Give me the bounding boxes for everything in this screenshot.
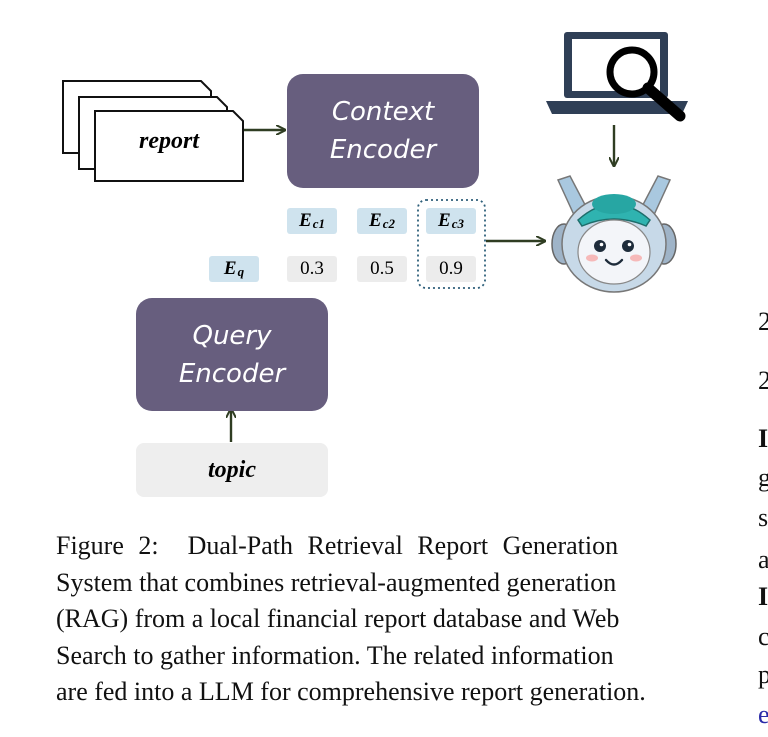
right-fragment-4: g	[758, 463, 768, 492]
report-label: report	[139, 128, 199, 154]
right-fragment-10: e	[758, 700, 768, 729]
score-3: 0.9	[426, 256, 476, 282]
figure-caption: Figure 2: Dual-Path Retrieval Report Gen…	[56, 528, 711, 711]
right-fragment-2: 2	[758, 366, 768, 395]
right-fragment-6: a	[758, 545, 768, 574]
context-encoder-line2: Encoder	[329, 135, 437, 165]
robot-llm-icon	[551, 175, 677, 293]
caption-line-2: System that combines retrieval-augmented…	[56, 567, 617, 597]
right-fragment-1: 2	[758, 307, 768, 336]
score-2: 0.5	[357, 256, 407, 282]
document-stack-icon	[62, 80, 244, 182]
caption-line-3: (RAG) from a local financial report data…	[56, 604, 620, 633]
right-fragment-9: p	[758, 660, 768, 689]
caption-line-4: Search to gather information. The relate…	[56, 640, 614, 670]
caption-line-5: are fed into a LLM for comprehensive rep…	[56, 677, 646, 706]
selected-embedding-outline	[417, 199, 486, 289]
context-encoder-line1: Context	[331, 97, 435, 127]
topic-box: topic	[136, 443, 328, 497]
caption-line-1: Figure 2: Dual-Path Retrieval Report Gen…	[56, 531, 619, 560]
right-fragment-5: s	[758, 503, 768, 532]
context-encoder-box: Context Encoder	[287, 74, 479, 188]
laptop-search-icon	[546, 32, 688, 122]
query-encoder-line1: Query	[192, 320, 272, 351]
query-encoder-line2: Encoder	[178, 358, 286, 389]
right-fragment-8: c	[758, 622, 768, 651]
query-encoder-box: Query Encoder	[136, 298, 328, 411]
score-1: 0.3	[287, 256, 337, 282]
right-fragment-7: I	[758, 582, 768, 611]
right-fragment-3: I	[758, 424, 768, 453]
